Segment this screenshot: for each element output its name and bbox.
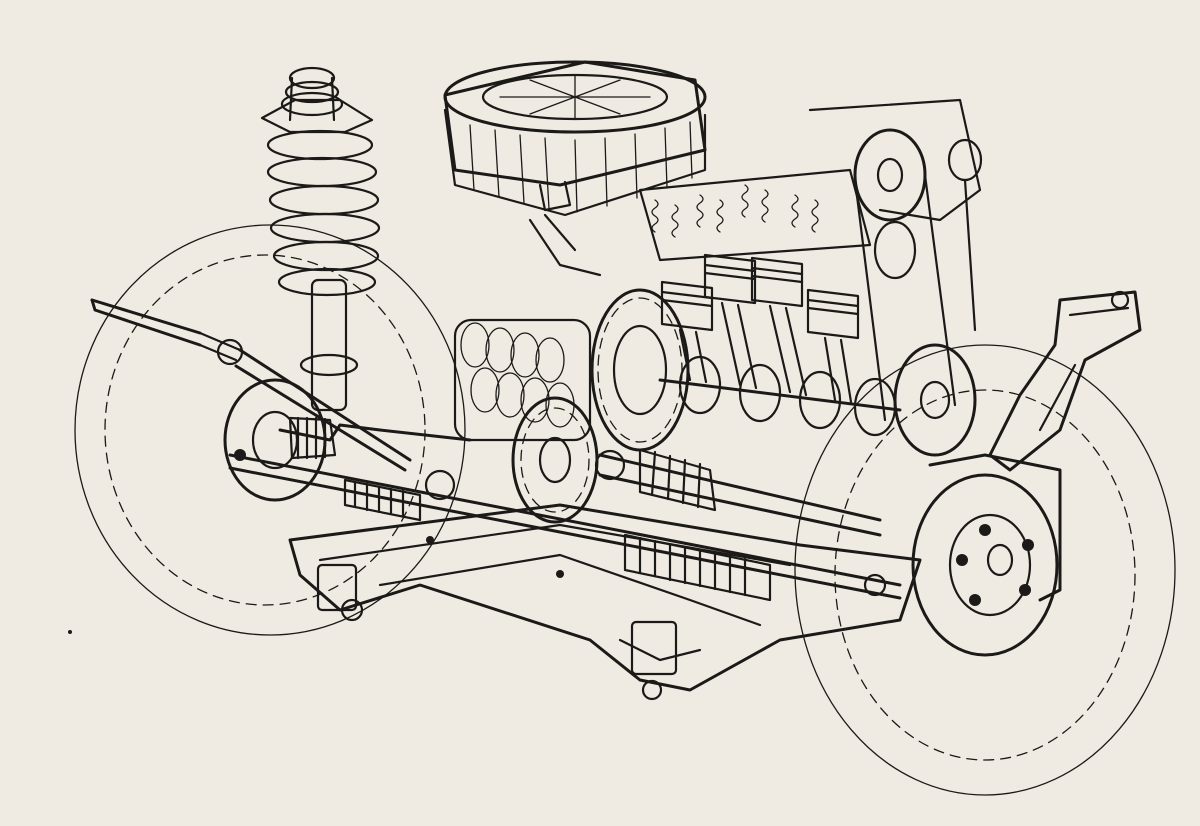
paper-speck: [68, 630, 72, 634]
valve-springs: [638, 168, 872, 262]
steering-column-shaft: [90, 298, 412, 472]
flywheel-ring-gear: [590, 288, 690, 452]
coil-spring-strut: [260, 66, 381, 412]
air-filter-housing: [443, 60, 707, 277]
right-wheel-outline: [794, 344, 1176, 796]
pistons: [660, 253, 860, 404]
timing-belt-and-pulleys: [808, 98, 983, 457]
brake-disc-with-hub: [911, 453, 1062, 657]
gearbox-gears: [453, 318, 599, 524]
subframe-crossmember: [288, 503, 922, 701]
drive-shafts-with-cv-boots: [278, 416, 882, 537]
left-wheel-outline: [74, 224, 466, 636]
engine-mount-bracket: [988, 290, 1142, 472]
